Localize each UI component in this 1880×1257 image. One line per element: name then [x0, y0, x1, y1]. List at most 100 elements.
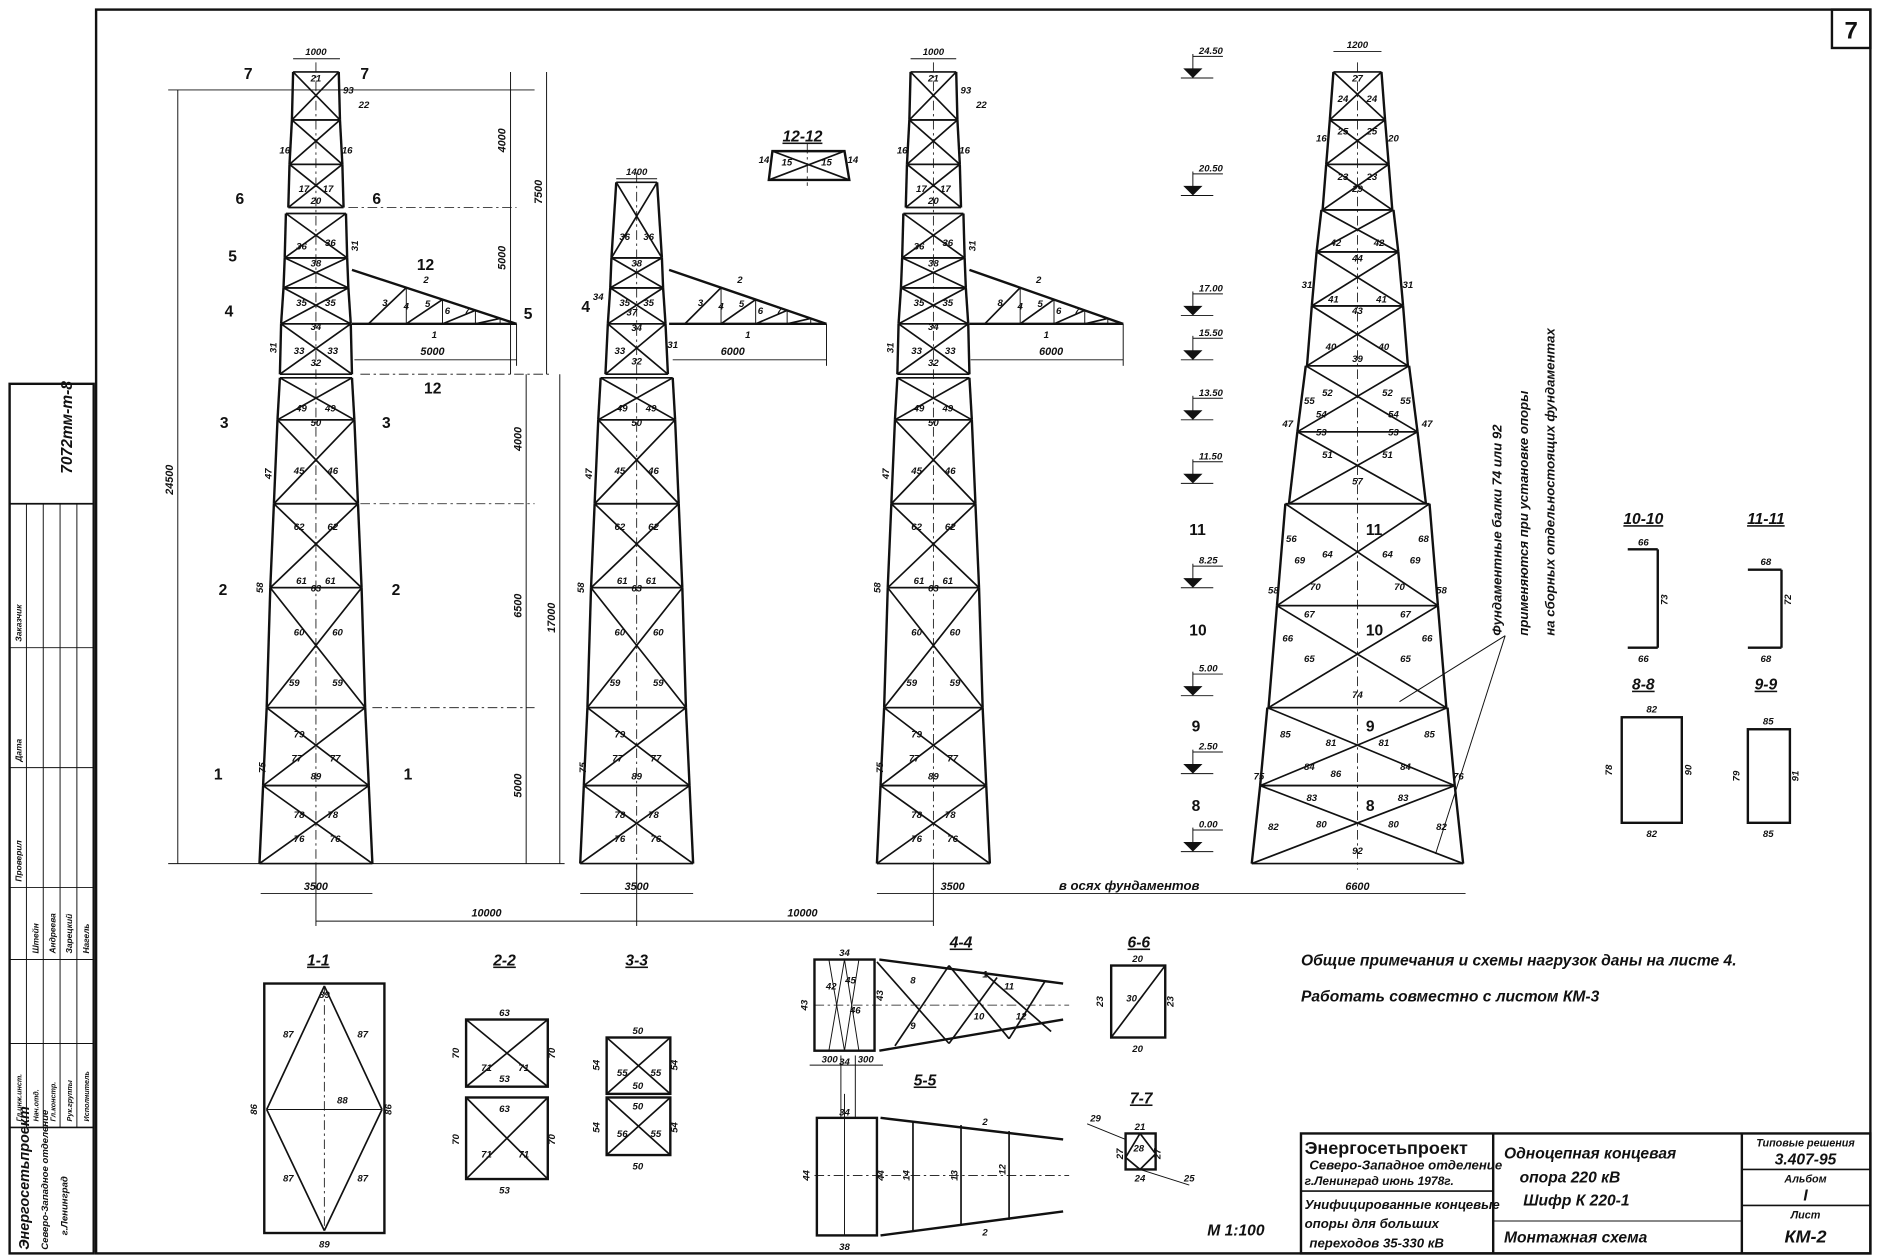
dim-spacing-2: 10000 — [787, 907, 817, 919]
member-label: 89 — [311, 772, 322, 783]
member-label: 62 — [648, 522, 659, 533]
tower-leg — [955, 71, 959, 120]
tower-leg — [349, 323, 354, 375]
tower-diagonal — [883, 587, 980, 709]
tower-diagonal — [909, 71, 959, 121]
section-member — [828, 959, 845, 1051]
member-label: 75 — [257, 762, 268, 773]
section-member — [1086, 1123, 1126, 1140]
member-label: 23 — [1366, 172, 1378, 183]
crossarm-diagonal — [367, 287, 407, 325]
section-member-label: 50 — [633, 1161, 644, 1172]
tower-diagonal — [291, 71, 340, 121]
drawing-frame — [94, 8, 1872, 1255]
section-member-label: 10 — [974, 1012, 985, 1023]
member-label: 16 — [959, 146, 970, 157]
sheet-number: 7 — [1844, 17, 1857, 44]
member-label: 84 — [1304, 762, 1315, 773]
section-title-3-3: 3-3 — [625, 953, 648, 970]
tower-leg — [279, 287, 285, 324]
dim-top-4: 1200 — [1347, 40, 1369, 51]
tower-leg — [589, 503, 596, 588]
tower-diagonal — [900, 287, 969, 325]
dim-bottom: 5000 — [512, 774, 524, 798]
tower-leg — [908, 71, 912, 120]
crossarm-member-label: 3 — [382, 298, 388, 309]
tower-leg — [968, 377, 974, 420]
member-label: 61 — [942, 576, 953, 587]
section-member — [265, 985, 326, 1110]
member-label: 63 — [311, 583, 322, 594]
cut-8: 8 — [1192, 798, 1201, 815]
member-label: 81 — [1326, 738, 1337, 749]
member-label: 63 — [928, 583, 939, 594]
member-label: 20 — [927, 196, 939, 207]
tower-leg — [890, 419, 897, 504]
section-member-label: 12 — [1016, 1012, 1027, 1023]
section-member — [1139, 1153, 1157, 1171]
member-label: 64 — [1382, 550, 1393, 561]
section-member-label: 89 — [319, 990, 330, 1001]
section-member — [948, 977, 998, 1044]
tower-leg — [269, 503, 276, 588]
section-member-label: 43 — [799, 999, 810, 1011]
member-label: 60 — [332, 628, 343, 639]
member-label: 38 — [311, 258, 322, 269]
tower-leg — [893, 377, 899, 420]
cut-12-bottom: 12 — [424, 380, 442, 397]
side-stamp: 7072тм-т-8 Проверил Дата Заказчик Гл.инж… — [8, 381, 95, 1255]
tower-leg — [970, 419, 977, 504]
crossarm-member-label: 4 — [717, 301, 724, 312]
elevation-mark: 20.50 — [1180, 164, 1224, 196]
member-label: 78 — [648, 810, 659, 821]
tower-diagonal — [292, 71, 341, 121]
crossarm-member-label: 2 — [736, 275, 743, 286]
member-label: 36 — [619, 232, 630, 243]
tower-diagonal — [1268, 604, 1439, 709]
scale-label: М 1:100 — [1207, 1222, 1265, 1239]
member-label: 49 — [941, 403, 953, 414]
member-label: 77 — [651, 754, 662, 765]
note-line-1: Общие примечания и схемы нагрузок даны н… — [1301, 953, 1737, 970]
section-member — [879, 1018, 1064, 1052]
crossarm-diagonal — [755, 309, 788, 325]
tower-leg — [1428, 503, 1440, 606]
member-label: 39 — [1352, 354, 1363, 365]
section-title-2-2: 2-2 — [492, 953, 516, 970]
section-member-label: 55 — [651, 1068, 662, 1079]
elevation-value: 24.50 — [1198, 46, 1224, 57]
member-label: 77 — [291, 754, 302, 765]
member-label: 55 — [1304, 396, 1315, 407]
section-member-label: 44 — [802, 1169, 813, 1181]
section-member-label: 45 — [844, 976, 856, 987]
section-title-10-10: 10-10 — [1623, 511, 1663, 528]
member-label: 45 — [293, 466, 305, 477]
member-label: 75 — [1254, 772, 1265, 783]
member-label: 77 — [947, 754, 958, 765]
svg-text:применяются при установке опор: применяются при установке опоры — [1516, 390, 1531, 636]
tower-diagonal — [579, 784, 691, 865]
section-member — [323, 1109, 383, 1231]
member-label: 51 — [1322, 450, 1333, 461]
tower-diagonal — [597, 377, 674, 421]
section-member-label: 2 — [981, 1117, 988, 1128]
tower-diagonal — [583, 784, 694, 865]
elevation-triangle-icon — [1183, 305, 1203, 316]
tower-diagonal — [279, 377, 355, 421]
crossarm-member-label: 8 — [998, 298, 1004, 309]
tower-leg — [609, 257, 613, 288]
member-label: 55 — [1400, 396, 1411, 407]
tower-leg — [1383, 119, 1390, 165]
member-label: 33 — [327, 346, 338, 357]
cut-5-left: 5 — [228, 248, 237, 265]
member-label: 58 — [873, 582, 884, 593]
tower-diagonal — [908, 71, 957, 121]
tower-leg — [677, 503, 684, 588]
section-member-label: 55 — [617, 1068, 628, 1079]
tower-leg — [967, 323, 971, 375]
section-member-label: 88 — [337, 1095, 348, 1106]
tower-diagonal — [280, 287, 349, 325]
section-member-label: 29 — [1089, 1113, 1101, 1124]
section-member-label: 70 — [547, 1047, 558, 1058]
tower-leg — [1401, 305, 1410, 366]
